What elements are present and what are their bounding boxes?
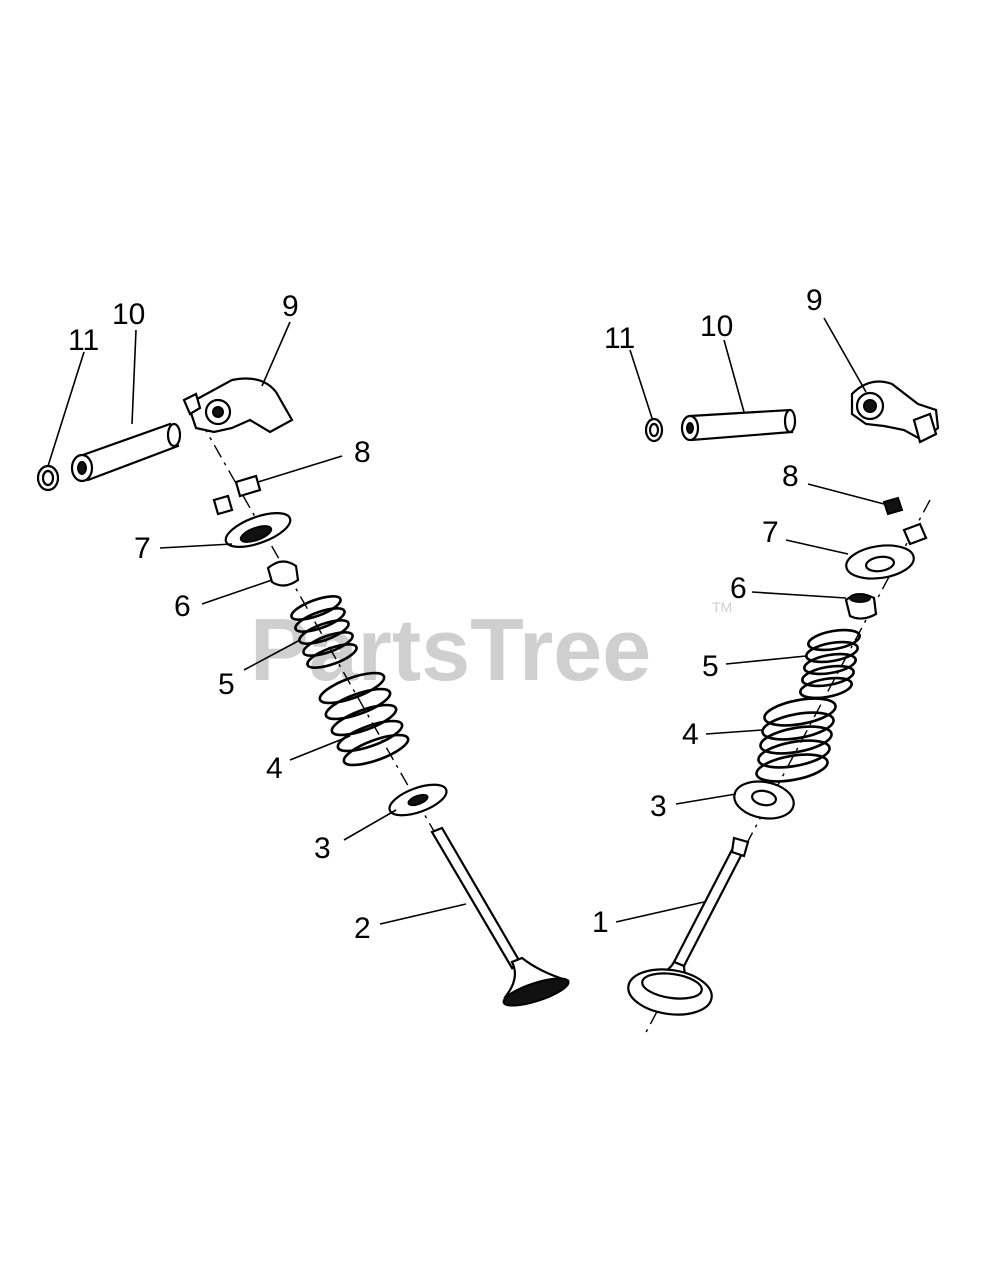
right-part-7-spring-retainer[interactable] [844, 541, 916, 582]
right-leader-9 [823, 317, 867, 393]
right-leader-1 [615, 901, 705, 923]
left-callout-2: 2 [354, 912, 371, 945]
right-callout-8: 8 [782, 460, 799, 493]
left-callout-9: 9 [282, 290, 299, 323]
left-callout-3: 3 [314, 832, 331, 865]
left-callout-10: 10 [112, 298, 145, 331]
left-part-3-spring-seat[interactable] [386, 778, 451, 821]
right-leader-5 [725, 655, 807, 665]
left-leader-9 [261, 321, 291, 387]
right-callout-6: 6 [730, 572, 747, 605]
right-callout-3: 3 [650, 790, 667, 823]
right-leader-4 [705, 729, 763, 735]
right-part-4-outer-spring[interactable] [754, 694, 837, 786]
left-leader-6 [201, 579, 273, 605]
left-callout-11: 11 [68, 324, 99, 357]
right-part-6-valve-seal[interactable] [844, 593, 878, 620]
left-part-5-inner-spring[interactable] [289, 592, 359, 673]
right-part-10-rocker-shaft[interactable] [680, 408, 797, 442]
left-callout-7: 7 [134, 532, 151, 565]
right-callout-7: 7 [762, 516, 779, 549]
right-callout-5: 5 [702, 650, 719, 683]
right-leader-3 [675, 793, 737, 805]
left-part-7-spring-retainer[interactable] [222, 506, 295, 554]
right-leader-6 [751, 591, 847, 599]
right-part-3-spring-seat[interactable] [731, 777, 796, 823]
right-callout-1: 1 [592, 906, 609, 939]
left-callout-6: 6 [174, 590, 191, 623]
left-callout-5: 5 [218, 668, 235, 701]
right-callout-11: 11 [604, 322, 635, 355]
right-valve-assembly: 11 10 9 8 7 6 5 4 3 1 [592, 284, 940, 1037]
left-valve-assembly: 11 10 9 8 7 6 5 4 3 2 [36, 290, 571, 1011]
right-callout-4: 4 [682, 718, 699, 751]
watermark-trademark: TM [712, 599, 732, 615]
left-part-8-valve-keepers[interactable] [212, 474, 262, 516]
left-leader-11 [47, 351, 85, 467]
left-leader-7 [159, 543, 233, 549]
right-callout-10: 10 [700, 310, 733, 343]
left-leader-2 [379, 903, 467, 925]
left-part-6-valve-seal[interactable] [266, 560, 300, 587]
left-callout-8: 8 [354, 436, 371, 469]
left-leader-3 [343, 809, 397, 841]
right-callout-9: 9 [806, 284, 823, 317]
left-part-4-outer-spring[interactable] [317, 667, 412, 771]
right-leader-8 [807, 483, 885, 505]
right-part-1-valve[interactable] [625, 836, 750, 1020]
right-leader-7 [785, 539, 849, 555]
left-leader-10 [131, 329, 137, 425]
left-part-9-rocker-arm[interactable] [182, 377, 294, 434]
left-part-10-rocker-shaft[interactable] [70, 422, 182, 483]
left-leader-4 [289, 735, 351, 761]
right-leader-10 [723, 339, 745, 413]
right-leader-11 [629, 349, 653, 419]
right-part-11-washer[interactable] [644, 417, 664, 443]
left-part-2-valve[interactable] [430, 826, 571, 1011]
right-part-5-inner-spring[interactable] [799, 627, 861, 702]
left-leader-8 [257, 455, 343, 483]
left-callout-4: 4 [266, 752, 283, 785]
right-part-8-valve-keepers[interactable] [882, 496, 928, 546]
left-part-11-washer[interactable] [36, 464, 60, 492]
left-leader-5 [243, 639, 301, 671]
